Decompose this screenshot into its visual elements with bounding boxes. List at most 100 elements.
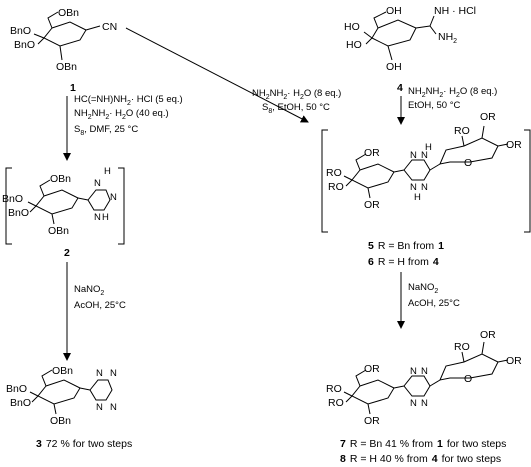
c2-n-mid-label: N [110, 192, 117, 203]
text-fragment: 2 [127, 100, 131, 107]
conditions-step-56-to-78: NaNO2 AcOH, 25°C [408, 282, 460, 309]
text-fragment: 2 [100, 290, 104, 297]
text-fragment: · H [287, 88, 300, 99]
c56-n2-label: N [421, 150, 428, 161]
c56-ro-l2-label: RO [328, 181, 344, 193]
c56-ro-r-label: RO [454, 125, 470, 137]
c78-or-l2-label: OR [364, 415, 380, 427]
c3-obn-top-label: OBn [52, 365, 73, 377]
text-fragment: 2 [456, 92, 460, 99]
text-fragment: · H [109, 108, 122, 119]
c56-ro-l1-label: RO [326, 167, 342, 179]
c56-n4-label: N [421, 182, 428, 193]
c2-bno-top-label: BnO [2, 193, 23, 205]
c78-or-l1-label: OR [364, 363, 380, 375]
compound-4-number: 4 [397, 82, 403, 94]
svg-text:NaNO2: NaNO2 [74, 284, 104, 297]
c4-ho-top-label: HO [344, 21, 360, 33]
text-fragment: NH [408, 86, 422, 97]
text-fragment: NH [426, 86, 440, 97]
c3-bno-label: BnO [10, 397, 31, 409]
c78-ro-l2-label: RO [328, 397, 344, 409]
text-fragment: · HCl (5 eq.) [131, 94, 183, 105]
c1-top-obn-label: OBn [58, 7, 79, 19]
text-fragment: 2 [439, 92, 443, 99]
text-fragment: 2 [105, 114, 109, 121]
text-fragment: R = Bn 41 % from [350, 438, 433, 450]
text-fragment: O (8 eq.) [460, 86, 498, 97]
conditions-step-4-to-6: NH2NH2· H2O (8 eq.) EtOH, 50 °C [408, 86, 497, 111]
conditions-step-1-to-5: NH2NH2· H2O (8 eq.) S8, EtOH, 50 °C [252, 88, 341, 115]
c78-ro-l1-label: RO [326, 383, 342, 395]
text-fragment: 1 [437, 438, 443, 450]
text-fragment: 2 [266, 94, 270, 101]
c56-or-l1-label: OR [364, 147, 380, 159]
text-fragment: 1 [438, 240, 444, 252]
c78-n2-label: N [421, 366, 428, 377]
c2-obn-top-label: OBn [50, 173, 71, 185]
svg-text:NH2NH2· H2O (40 eq.): NH2NH2· H2O (40 eq.) [74, 108, 169, 121]
text-fragment: NaNO [74, 284, 100, 295]
c1-bno-top-label: BnO [10, 25, 31, 37]
c4-nh-hcl-label: NH · HCl [434, 5, 476, 17]
text-fragment: NH [252, 88, 266, 99]
text-fragment: HC(=NH)NH [74, 94, 127, 105]
text-fragment: 4 [433, 256, 439, 268]
text-fragment: O (8 eq.) [304, 88, 342, 99]
text-fragment: S [74, 124, 80, 135]
c56-o-r-label: O [464, 157, 472, 169]
c78-ro-r-label: RO [454, 341, 470, 353]
c3-obn-low-label: OBn [50, 415, 71, 427]
c78-or-r1-label: OR [480, 329, 496, 341]
compound-2-structure: OBn BnO BnO OBn H N N N H 2 [2, 166, 125, 259]
conditions-step-1-to-2: HC(=NH)NH2· HCl (5 eq.) NH2NH2· H2O (40 … [74, 94, 183, 137]
text-fragment: , EtOH, 50 °C [272, 102, 330, 113]
c2-n-top-label: N [94, 178, 101, 189]
c3-n3-label: N [96, 402, 103, 413]
text-fragment: 3 [36, 438, 42, 450]
svg-text:S8, EtOH, 50 °C: S8, EtOH, 50 °C [262, 102, 330, 115]
text-fragment: 2 [434, 288, 438, 295]
text-fragment: EtOH, 50 °C [408, 100, 461, 111]
text-fragment: 8 [80, 130, 84, 137]
compound-4-structure: OH NH · HCl HO HO NH2 OH 4 [344, 5, 476, 94]
text-fragment: for two steps [447, 438, 507, 450]
c3-n2-label: N [110, 368, 117, 379]
c56-or-r2-label: OR [506, 139, 522, 151]
compound-2-number: 2 [64, 247, 70, 259]
compound-1-number: 1 [70, 82, 76, 94]
c4-oh-low-label: OH [386, 61, 402, 73]
text-fragment: for two steps [442, 453, 502, 465]
arrow-1-to-5 [125, 27, 309, 123]
text-fragment: 2 [300, 94, 304, 101]
text-fragment: 6 [368, 256, 374, 268]
c78-n3-label: N [410, 398, 417, 409]
text-fragment: 2 [283, 94, 287, 101]
compound-1-structure: OBn CN BnO BnO OBn 1 [10, 7, 117, 94]
text-fragment: , DMF, 25 °C [84, 124, 138, 135]
conditions-step-2-to-3: NaNO2 AcOH, 25°C [74, 284, 126, 311]
c56-or-r1-label: OR [480, 111, 496, 123]
c56-h2-label: H [414, 192, 421, 203]
svg-text:S8, DMF, 25 °C: S8, DMF, 25 °C [74, 124, 138, 137]
c78-n4-label: N [421, 398, 428, 409]
text-fragment: R = Bn from [378, 240, 435, 252]
c1-obn-low-label: OBn [56, 61, 77, 73]
c78-n1-label: N [410, 366, 417, 377]
compound-7-caption: 7 R = Bn 41 % from 1 for two steps [340, 438, 506, 450]
text-fragment: 2 [453, 38, 457, 45]
svg-text:HC(=NH)NH2· HCl (5 eq.): HC(=NH)NH2· HCl (5 eq.) [74, 94, 183, 107]
c4-ho-label: HO [346, 39, 362, 51]
c3-n4-label: N [110, 402, 117, 413]
text-fragment: 7 [340, 438, 346, 450]
text-fragment: NH [270, 88, 284, 99]
text-fragment: AcOH, 25°C [408, 298, 460, 309]
c2-obn-low-label: OBn [48, 225, 69, 237]
compound-7-8-structure: OR OR RO O OR RO RO OR N N N N [326, 329, 522, 427]
text-fragment: NaNO [408, 282, 434, 293]
text-fragment: 2 [88, 114, 92, 121]
